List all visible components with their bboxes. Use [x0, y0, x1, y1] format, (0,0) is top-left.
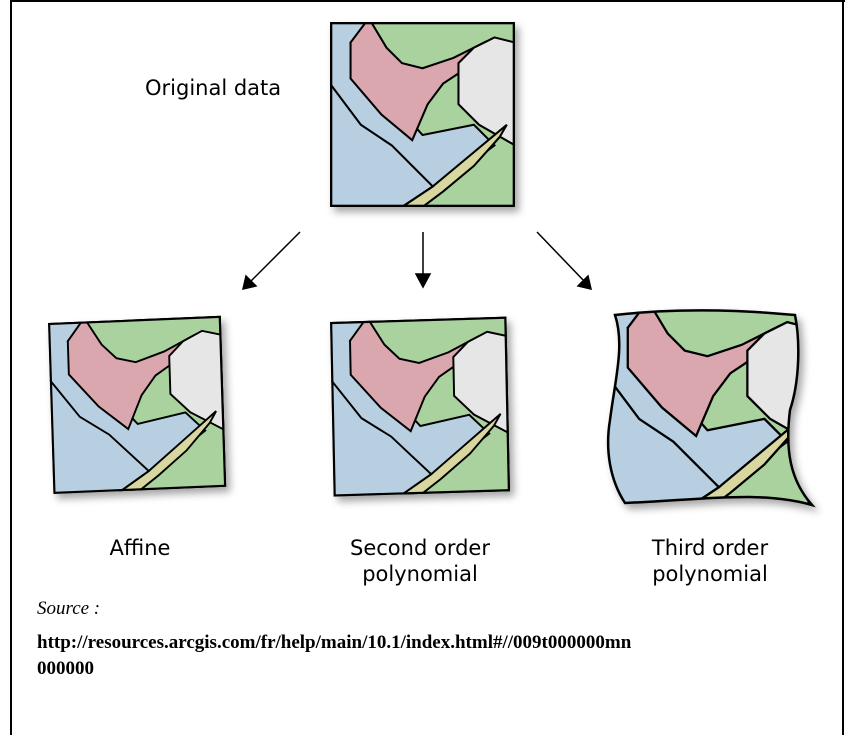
- source-url[interactable]: http://resources.arcgis.com/fr/help/main…: [37, 630, 827, 682]
- source-url-line2: 000000: [37, 658, 94, 679]
- second-order-label-line2: polynomial: [362, 562, 478, 586]
- source-url-line1: http://resources.arcgis.com/fr/help/main…: [37, 632, 632, 653]
- second-order-map-tile: [330, 316, 511, 497]
- arrow-to-third-order: [536, 231, 593, 291]
- original-map-tile: [330, 22, 515, 207]
- arrow-to-second-order: [414, 232, 432, 289]
- third-order-label-line2: polynomial: [652, 562, 768, 586]
- original-data-label: Original data: [145, 76, 282, 100]
- third-order-label-line1: Third order: [651, 536, 769, 560]
- affine-label: Affine: [109, 536, 171, 560]
- affine-map-tile: [48, 315, 227, 495]
- second-order-label-line1: Second order: [350, 536, 490, 560]
- arrow-to-affine: [241, 231, 301, 291]
- source-title: Source :: [37, 598, 101, 619]
- third-order-map-tile: [606, 309, 816, 508]
